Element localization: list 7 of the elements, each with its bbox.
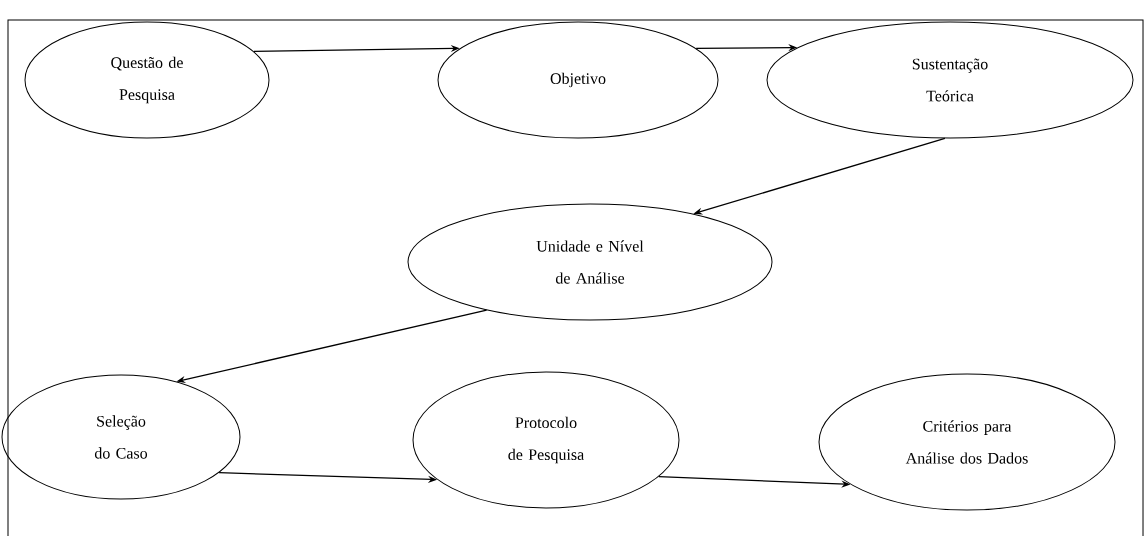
ellipse-node: Critérios para Análise dos Dados	[818, 373, 1116, 511]
ellipse-node: Objetivo	[437, 21, 719, 139]
ellipse-node: Protocolo de Pesquisa	[412, 371, 680, 509]
ellipse-node: Seleção do Caso	[1, 374, 241, 500]
ellipse-node: Questão de Pesquisa	[24, 21, 270, 139]
ellipse-node: Sustentação Teórica	[766, 21, 1134, 139]
ellipse-node: Unidade e Nível de Análise	[407, 203, 773, 321]
